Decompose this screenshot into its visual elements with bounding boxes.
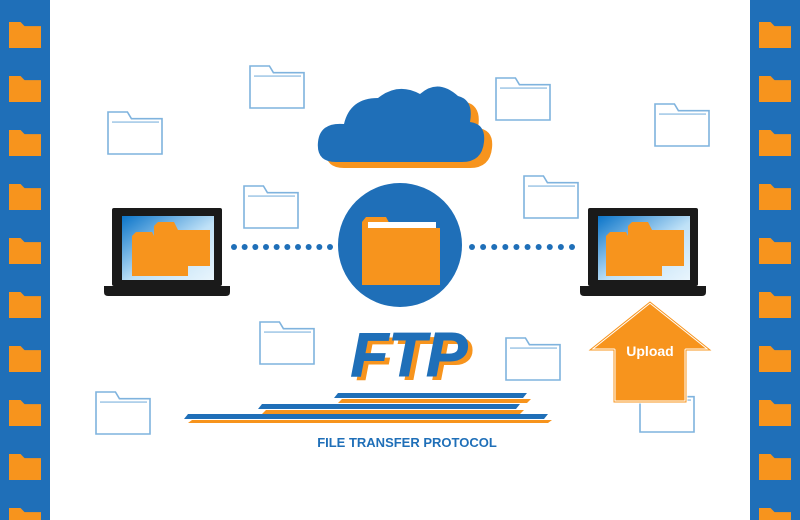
strip-folder-icon bbox=[759, 238, 791, 264]
central-folder-icon bbox=[338, 183, 462, 307]
connection-dot bbox=[535, 244, 542, 250]
connection-dot bbox=[502, 244, 509, 250]
connection-dot bbox=[273, 244, 280, 250]
connection-dots-right bbox=[469, 244, 575, 250]
speed-line bbox=[188, 420, 552, 423]
strip-folder-icon bbox=[759, 508, 791, 520]
folder-outline-icon bbox=[495, 77, 551, 121]
ftp-subtitle: FILE TRANSFER PROTOCOL bbox=[317, 435, 497, 450]
connection-dot bbox=[491, 244, 498, 250]
ftp-title-shadow: FTP bbox=[355, 325, 473, 394]
connection-dot bbox=[316, 244, 323, 250]
connection-dot bbox=[524, 244, 531, 250]
strip-folder-icon bbox=[9, 76, 41, 102]
ftp-logo: FTP FTP FILE TRANSFER PROTOCOL bbox=[184, 321, 552, 450]
ftp-title: FTP bbox=[350, 321, 468, 390]
folder-outline-icon bbox=[95, 391, 151, 435]
strip-folder-icon bbox=[759, 22, 791, 48]
speed-line bbox=[334, 393, 527, 398]
strip-folder-icon bbox=[9, 130, 41, 156]
strip-folder-icon bbox=[9, 292, 41, 318]
connection-dots-left bbox=[231, 244, 333, 250]
strip-folder-icon bbox=[9, 22, 41, 48]
strip-folder-icon bbox=[759, 130, 791, 156]
connection-dot bbox=[557, 244, 564, 250]
connection-dot bbox=[480, 244, 487, 250]
upload-label: Upload bbox=[626, 343, 673, 359]
right-laptop-icon bbox=[580, 208, 706, 296]
connection-dot bbox=[231, 244, 237, 250]
connection-dot bbox=[546, 244, 553, 250]
folder-outline-icon bbox=[259, 321, 315, 365]
right-folder-strip bbox=[750, 0, 800, 520]
connection-dot bbox=[305, 244, 312, 250]
connection-dot bbox=[284, 244, 291, 250]
connection-dot bbox=[263, 244, 269, 250]
strip-folder-icon bbox=[759, 76, 791, 102]
connection-dot bbox=[469, 244, 475, 250]
folder-outline-icon bbox=[249, 65, 305, 109]
folder-outline-icon bbox=[107, 111, 163, 155]
cloud-icon bbox=[317, 86, 493, 168]
strip-folder-icon bbox=[9, 238, 41, 264]
strip-folder-icon bbox=[9, 400, 41, 426]
strip-folder-icon bbox=[759, 292, 791, 318]
strip-folder-icon bbox=[759, 454, 791, 480]
folder-outline-icon bbox=[523, 175, 579, 219]
connection-dot bbox=[513, 244, 520, 250]
upload-arrow-icon: Upload bbox=[588, 300, 712, 404]
connection-dot bbox=[295, 244, 301, 250]
speed-line bbox=[258, 404, 520, 409]
strip-folder-icon bbox=[9, 184, 41, 210]
strip-folder-icon bbox=[759, 346, 791, 372]
speed-line bbox=[262, 410, 524, 414]
speed-line bbox=[338, 399, 531, 403]
folder-outline-icon bbox=[243, 185, 299, 229]
folder-outline-icon bbox=[654, 103, 710, 147]
left-folder-strip bbox=[0, 0, 50, 520]
connection-dot bbox=[252, 244, 259, 250]
connection-dot bbox=[241, 244, 248, 250]
left-laptop-icon bbox=[104, 208, 230, 296]
strip-folder-icon bbox=[9, 508, 41, 520]
strip-folder-icon bbox=[759, 184, 791, 210]
connection-dot bbox=[569, 244, 575, 250]
strip-folder-icon bbox=[759, 400, 791, 426]
strip-folder-icon bbox=[9, 454, 41, 480]
folder-outline-icon bbox=[505, 337, 561, 381]
connection-dot bbox=[327, 244, 333, 250]
speed-line bbox=[184, 414, 548, 419]
folder-paper bbox=[368, 222, 436, 228]
strip-folder-icon bbox=[9, 346, 41, 372]
